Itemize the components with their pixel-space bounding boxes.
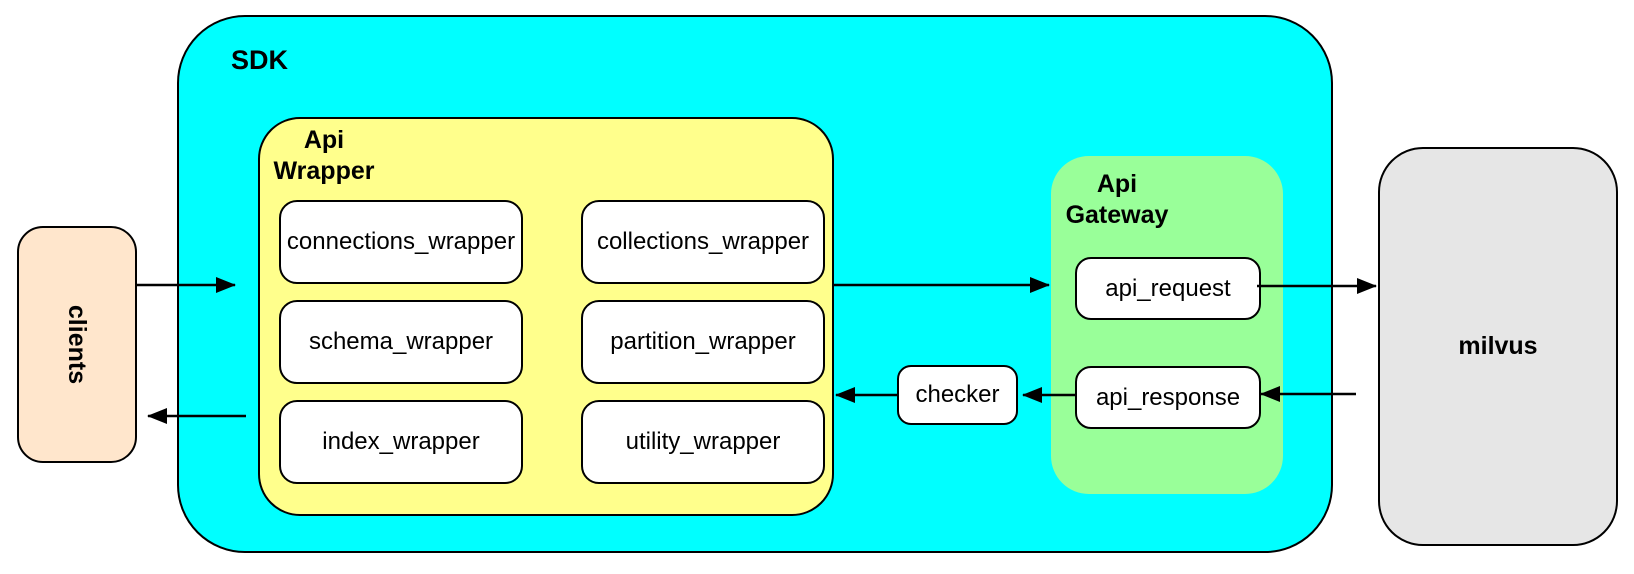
api-wrapper-container: Api Wrapper connections_wrapper collecti…: [258, 117, 834, 516]
api-wrapper-title: Api Wrapper: [273, 126, 375, 185]
sdk-title: SDK: [231, 45, 289, 75]
milvus-label: milvus: [1458, 332, 1538, 360]
collections-wrapper-node: collections_wrapper: [581, 200, 825, 284]
checker-node: checker: [897, 365, 1018, 425]
clients-label: clients: [63, 304, 92, 385]
schema-wrapper-node: schema_wrapper: [279, 300, 523, 384]
utility-wrapper-node: utility_wrapper: [581, 400, 825, 484]
api-request-node: api_request: [1075, 257, 1261, 320]
milvus-node: milvus: [1378, 147, 1618, 546]
connections-wrapper-node: connections_wrapper: [279, 200, 523, 284]
api-gateway-title: Api Gateway: [1065, 170, 1169, 229]
api-gateway-container: Api Gateway api_request api_response: [1051, 156, 1283, 494]
clients-node: clients: [17, 226, 137, 463]
api-response-node: api_response: [1075, 366, 1261, 429]
index-wrapper-node: index_wrapper: [279, 400, 523, 484]
partition-wrapper-node: partition_wrapper: [581, 300, 825, 384]
